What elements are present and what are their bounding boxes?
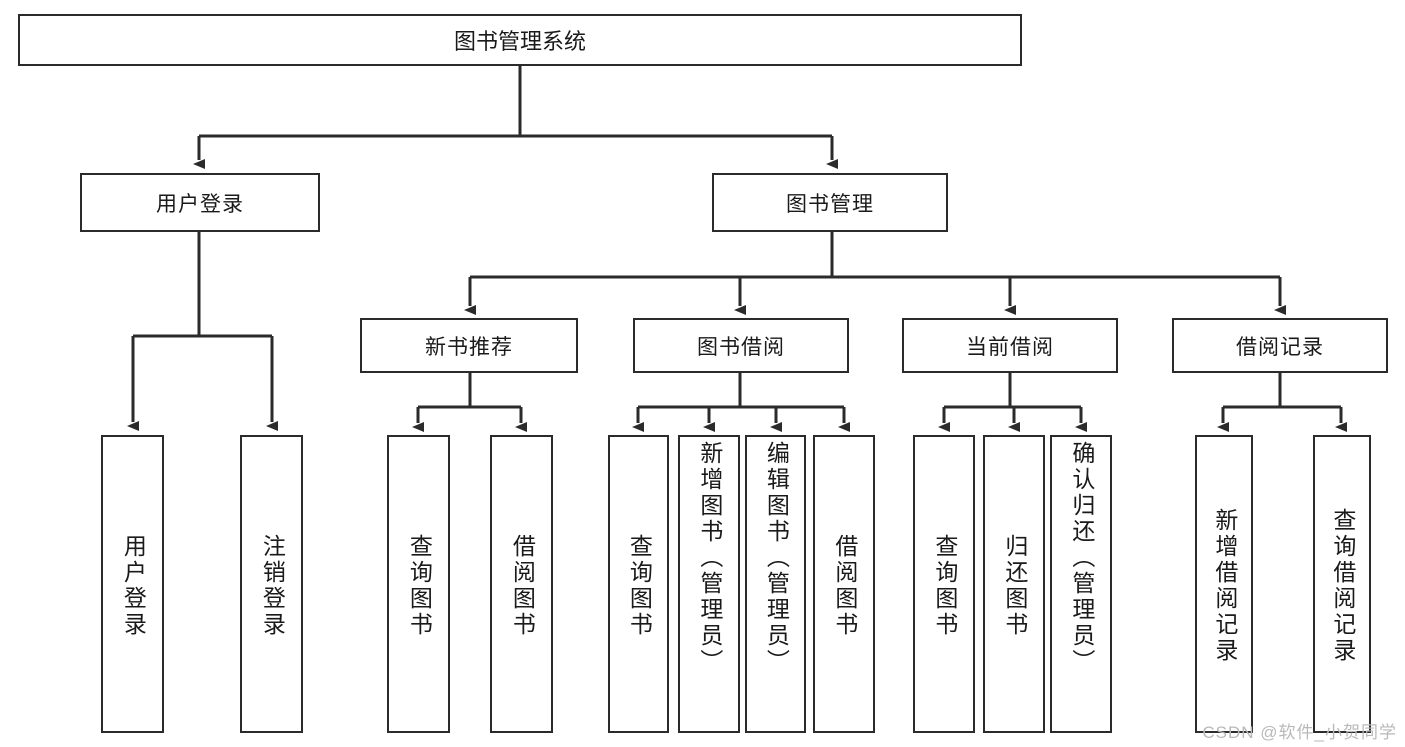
node-label: 图书借阅 xyxy=(697,335,785,359)
leaf-label: 新增图书（管理员） xyxy=(696,441,723,675)
leaf-query-book-recommend[interactable]: 查询图书 xyxy=(387,435,450,733)
node-label: 借阅记录 xyxy=(1236,335,1324,359)
leaf-label: 新增借阅记录 xyxy=(1211,508,1238,664)
leaf-label: 查询借阅记录 xyxy=(1329,508,1356,664)
node-label: 图书管理 xyxy=(786,192,874,216)
node-label: 用户登录 xyxy=(156,192,244,216)
leaf-logout[interactable]: 注销登录 xyxy=(240,435,303,733)
leaf-user-login[interactable]: 用户登录 xyxy=(101,435,164,733)
leaf-query-book-borrow[interactable]: 查询图书 xyxy=(608,435,669,733)
leaf-label: 借阅图书 xyxy=(831,534,858,638)
leaf-label: 查询图书 xyxy=(406,534,433,638)
leaf-add-borrow-record[interactable]: 新增借阅记录 xyxy=(1195,435,1253,733)
watermark-text: CSDN @软件_小贺同学 xyxy=(1202,723,1397,742)
node-label: 图书管理系统 xyxy=(453,29,586,54)
node-current-borrow[interactable]: 当前借阅 xyxy=(902,318,1118,373)
leaf-add-book-admin[interactable]: 新增图书（管理员） xyxy=(678,435,740,733)
leaf-edit-book-admin[interactable]: 编辑图书（管理员） xyxy=(745,435,806,733)
node-label: 当前借阅 xyxy=(966,335,1054,359)
node-borrow-record[interactable]: 借阅记录 xyxy=(1172,318,1388,373)
node-root-book-management-system[interactable]: 图书管理系统 xyxy=(18,14,1022,66)
node-book-borrow[interactable]: 图书借阅 xyxy=(633,318,849,373)
node-user-login[interactable]: 用户登录 xyxy=(80,173,320,232)
leaf-label: 查询图书 xyxy=(931,534,958,638)
leaf-confirm-return-admin[interactable]: 确认归还（管理员） xyxy=(1050,435,1112,733)
leaf-borrow-book-recommend[interactable]: 借阅图书 xyxy=(490,435,553,733)
leaf-label: 确认归还（管理员） xyxy=(1068,441,1095,675)
leaf-borrow-book[interactable]: 借阅图书 xyxy=(813,435,875,733)
leaf-label: 用户登录 xyxy=(120,534,147,638)
leaf-label: 注销登录 xyxy=(259,534,286,638)
node-book-management[interactable]: 图书管理 xyxy=(712,173,948,232)
node-label: 新书推荐 xyxy=(425,335,513,359)
leaf-return-book[interactable]: 归还图书 xyxy=(983,435,1045,733)
node-new-book-recommend[interactable]: 新书推荐 xyxy=(360,318,578,373)
leaf-query-book-current[interactable]: 查询图书 xyxy=(913,435,975,733)
leaf-label: 借阅图书 xyxy=(509,534,536,638)
leaf-label: 查询图书 xyxy=(626,534,653,638)
leaf-query-borrow-record[interactable]: 查询借阅记录 xyxy=(1313,435,1371,733)
leaf-label: 编辑图书（管理员） xyxy=(763,441,790,675)
leaf-label: 归还图书 xyxy=(1001,534,1028,638)
